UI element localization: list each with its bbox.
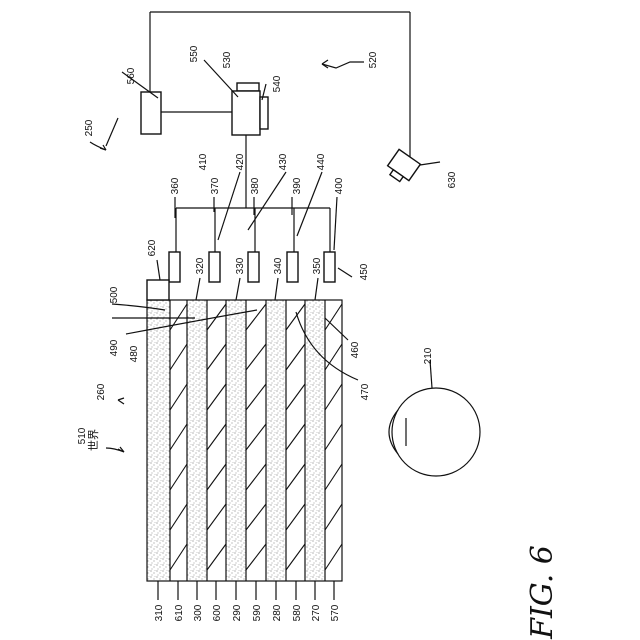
label-300: 300 (193, 604, 204, 621)
optics-540 (260, 97, 268, 129)
label-540: 540 (272, 75, 283, 92)
hatch-line (325, 504, 342, 530)
hatch-line (207, 504, 226, 530)
waveguide-270 (305, 300, 325, 581)
hatch-line (286, 384, 305, 410)
label-210: 210 (423, 347, 434, 364)
hatch-line (207, 344, 226, 370)
label-450: 450 (359, 263, 370, 280)
label-380a: 380 (250, 177, 261, 194)
hatch-line (246, 464, 266, 490)
waveguide-280 (266, 300, 286, 581)
label-460: 460 (350, 341, 361, 358)
hatch-line (207, 384, 226, 410)
label-330: 330 (235, 257, 246, 274)
label-600: 600 (212, 604, 223, 621)
label-420: 420 (235, 153, 246, 170)
hatch-line (286, 304, 305, 330)
label-480: 480 (129, 345, 140, 362)
label-310: 310 (154, 604, 165, 621)
label-260: 260 (96, 383, 107, 400)
hatch-line (286, 464, 305, 490)
label-280: 280 (272, 604, 283, 621)
label-430: 430 (278, 153, 289, 170)
hatch-line (246, 344, 266, 370)
waveguide-310 (147, 300, 170, 581)
camera-620 (147, 280, 169, 300)
camera-630 (384, 149, 420, 185)
light-source-530 (237, 83, 259, 91)
hatch-line (286, 504, 305, 530)
leader-lines (90, 60, 440, 600)
label-270: 270 (311, 604, 322, 621)
label-630: 630 (447, 171, 458, 188)
hatch-line (246, 304, 266, 330)
label-520: 520 (368, 51, 379, 68)
label-620: 620 (147, 239, 158, 256)
hatch-line (325, 424, 342, 450)
label-470: 470 (360, 383, 371, 400)
hatch-line (325, 464, 342, 490)
hatch-line (207, 424, 226, 450)
injector-360 (169, 252, 180, 282)
label-590: 590 (252, 604, 263, 621)
hatch-line (207, 544, 226, 570)
label-350: 350 (312, 257, 323, 274)
hatch-line (170, 344, 187, 370)
hatch-line (325, 544, 342, 570)
label-400: 400 (334, 177, 345, 194)
hatch-line (246, 544, 266, 570)
figure-title: FIG. 6 (525, 545, 560, 640)
label-550: 550 (189, 45, 200, 62)
hatch-line (170, 504, 187, 530)
hatch-line (207, 464, 226, 490)
label-580: 580 (292, 604, 303, 621)
label-610: 610 (174, 604, 185, 621)
hatch-line (246, 424, 266, 450)
label-530: 530 (222, 51, 233, 68)
label-570: 570 (330, 604, 341, 621)
world-label: 世界 (87, 429, 100, 451)
injector-370 (209, 252, 220, 282)
injector-380 (248, 252, 259, 282)
label-440: 440 (316, 153, 327, 170)
hatch-line (170, 424, 187, 450)
label-500: 500 (109, 286, 120, 303)
waveguide-stack (147, 300, 342, 581)
label-250: 250 (84, 119, 95, 136)
hatch-line (170, 464, 187, 490)
hatch-line (246, 384, 266, 410)
injector-390 (287, 252, 298, 282)
hatch-line (325, 384, 342, 410)
processing-module-560 (141, 92, 161, 134)
hatch-line (286, 424, 305, 450)
label-320: 320 (195, 257, 206, 274)
waveguide-300 (187, 300, 207, 581)
hatch-line (170, 304, 187, 330)
hatch-line (170, 384, 187, 410)
hatch-line (246, 504, 266, 530)
hatch-line (170, 544, 187, 570)
hatch-line (286, 544, 305, 570)
label-360: 360 (170, 177, 181, 194)
hatch-line (286, 344, 305, 370)
waveguide-290 (226, 300, 246, 581)
eye-210 (389, 388, 480, 476)
label-490: 490 (109, 339, 120, 356)
label-370: 370 (210, 177, 221, 194)
modulator-550 (232, 91, 260, 135)
label-410: 410 (198, 153, 209, 170)
label-290: 290 (232, 604, 243, 621)
projector-assembly (141, 12, 410, 252)
label-390: 390 (292, 177, 303, 194)
label-340: 340 (273, 257, 284, 274)
label-560: 560 (126, 67, 137, 84)
injector-400 (324, 252, 335, 282)
